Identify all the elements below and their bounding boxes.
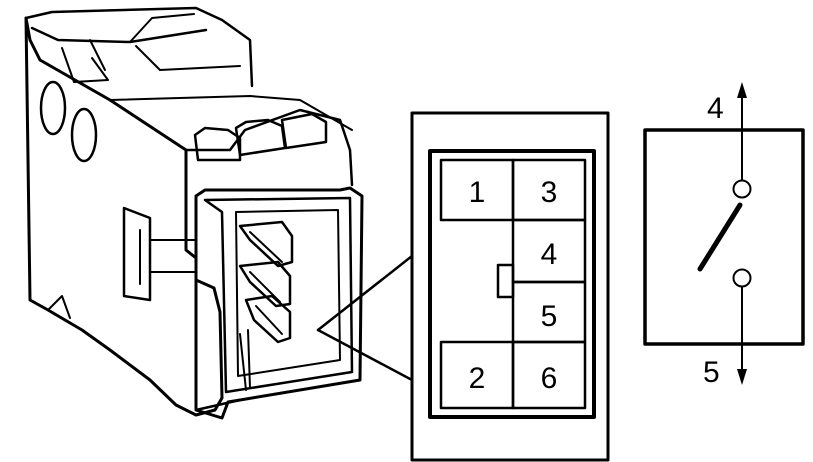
latch-tab-3 xyxy=(280,112,328,150)
housing-front-face xyxy=(194,186,364,420)
housing-back-body xyxy=(24,16,224,417)
switch-blade xyxy=(697,202,743,272)
top-contact xyxy=(732,179,752,199)
leader-line xyxy=(316,254,414,332)
connector-face xyxy=(428,149,596,419)
latch-tab-1 xyxy=(193,126,242,162)
housing-bump-2 xyxy=(70,107,98,163)
switch-schematic: 4 5 xyxy=(643,82,805,389)
switch-box xyxy=(643,128,805,346)
terminal-label-bottom: 5 xyxy=(703,356,720,389)
connector-housing xyxy=(24,6,364,420)
terminal-label-top: 4 xyxy=(707,92,724,125)
pin-label-3: 3 xyxy=(541,176,558,209)
bottom-contact xyxy=(732,268,752,288)
connector-face-inset: 1 3 4 5 2 6 xyxy=(410,111,610,462)
housing-bump-1 xyxy=(39,80,67,136)
pin-label-5: 5 xyxy=(541,300,558,333)
inset-frame xyxy=(410,111,610,462)
pin-label-4: 4 xyxy=(541,238,558,271)
down-arrow-icon xyxy=(737,369,747,385)
terminal-blade-1 xyxy=(238,220,294,268)
terminal-blade-2 xyxy=(238,260,292,308)
pin-label-6: 6 xyxy=(541,362,558,395)
keying-notch xyxy=(496,263,515,299)
cavity-6 xyxy=(511,340,587,410)
terminal-blade-3 xyxy=(244,294,292,344)
up-arrow-icon xyxy=(737,82,747,98)
pin-label-2: 2 xyxy=(469,362,486,395)
pin-label-1: 1 xyxy=(469,176,486,209)
